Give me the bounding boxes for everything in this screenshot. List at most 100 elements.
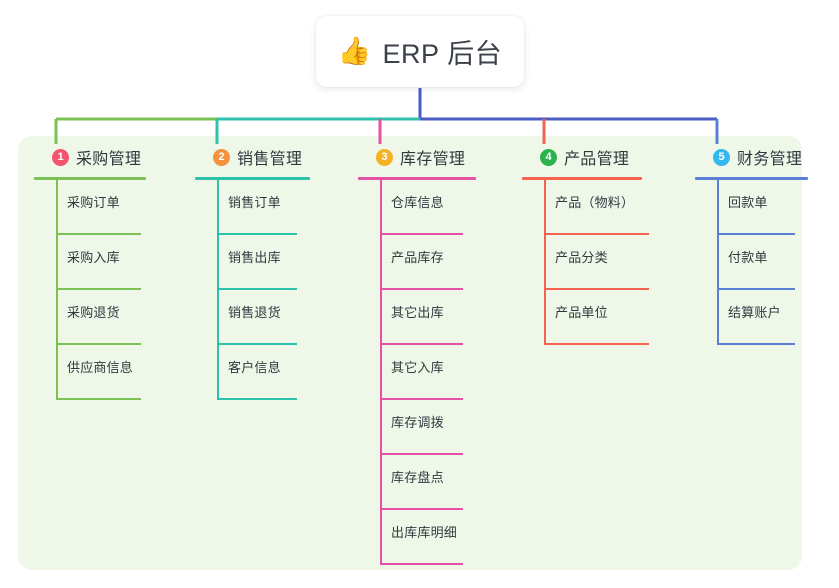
- leaf-list-3: 仓库信息产品库存其它出库其它入库库存调拨库存盘点出库库明细: [358, 180, 476, 565]
- branch-title-5: 财务管理: [737, 151, 803, 168]
- branch-column-4: 4 产品管理产品（物料） 产品分类产品单位: [522, 144, 649, 345]
- branch-underline-2: [195, 177, 310, 180]
- leaf-spine: [56, 180, 58, 235]
- leaf-item[interactable]: 库存调拨: [358, 400, 476, 455]
- leaf-item[interactable]: 付款单: [695, 235, 808, 290]
- leaf-underline: [56, 343, 141, 345]
- leaf-underline: [56, 288, 141, 290]
- branch-title-4: 产品管理: [564, 151, 630, 168]
- leaf-item[interactable]: 销售退货: [195, 290, 310, 345]
- leaf-item[interactable]: 回款单: [695, 180, 808, 235]
- leaf-label: 其它出库: [391, 305, 444, 320]
- branch-badge-3: 3: [376, 148, 393, 166]
- leaf-list-5: 回款单付款单结算账户: [695, 180, 808, 345]
- leaf-underline: [717, 233, 795, 235]
- leaf-underline: [717, 343, 795, 345]
- branch-header-1[interactable]: 1 采购管理: [34, 144, 146, 170]
- leaf-item[interactable]: 其它出库: [358, 290, 476, 345]
- leaf-underline: [217, 343, 297, 345]
- leaf-label: 库存调拨: [391, 415, 444, 430]
- branch-header-3[interactable]: 3 库存管理: [358, 144, 476, 170]
- leaf-item[interactable]: 仓库信息: [358, 180, 476, 235]
- leaf-spine: [380, 180, 382, 235]
- leaf-underline: [380, 288, 463, 290]
- leaf-label: 销售订单: [228, 195, 281, 210]
- leaf-underline: [544, 233, 649, 235]
- leaf-list-2: 销售订单销售出库销售退货客户信息: [195, 180, 310, 400]
- leaf-item[interactable]: 采购订单: [34, 180, 146, 235]
- leaf-item[interactable]: 其它入库: [358, 345, 476, 400]
- leaf-underline: [56, 398, 141, 400]
- leaf-underline: [56, 233, 141, 235]
- leaf-label: 产品分类: [555, 250, 608, 265]
- branches-panel: [18, 136, 802, 570]
- leaf-underline: [380, 398, 463, 400]
- leaf-item[interactable]: 客户信息: [195, 345, 310, 400]
- root-node-erp-backend[interactable]: 👍 ERP 后台: [316, 16, 524, 87]
- leaf-label: 回款单: [728, 195, 768, 210]
- branch-header-5[interactable]: 5 财务管理: [695, 144, 808, 170]
- branch-underline-5: [695, 177, 808, 180]
- leaf-spine: [56, 345, 58, 400]
- leaf-spine: [56, 290, 58, 345]
- leaf-item[interactable]: 销售订单: [195, 180, 310, 235]
- leaf-underline: [217, 233, 297, 235]
- branch-title-1: 采购管理: [76, 151, 142, 168]
- leaf-spine: [217, 180, 219, 235]
- leaf-item[interactable]: 库存盘点: [358, 455, 476, 510]
- leaf-label: 销售退货: [228, 305, 281, 320]
- leaf-spine: [380, 235, 382, 290]
- leaf-label: 产品（物料）: [555, 195, 635, 210]
- branch-badge-2: 2: [213, 148, 230, 166]
- leaf-item[interactable]: 供应商信息: [34, 345, 146, 400]
- leaf-underline: [544, 343, 649, 345]
- branch-title-3: 库存管理: [400, 151, 466, 168]
- leaf-spine: [717, 180, 719, 235]
- leaf-underline: [544, 288, 649, 290]
- leaf-item[interactable]: 产品分类: [522, 235, 649, 290]
- leaf-label: 供应商信息: [67, 360, 134, 375]
- leaf-label: 产品单位: [555, 305, 608, 320]
- leaf-item[interactable]: 出库库明细: [358, 510, 476, 565]
- leaf-spine: [717, 235, 719, 290]
- leaf-label: 付款单: [728, 250, 768, 265]
- leaf-label: 采购订单: [67, 195, 120, 210]
- branch-header-4[interactable]: 4 产品管理: [522, 144, 642, 170]
- branch-column-1: 1 采购管理采购订单采购入库采购退货供应商信息: [34, 144, 146, 400]
- leaf-underline: [717, 288, 795, 290]
- leaf-list-1: 采购订单采购入库采购退货供应商信息: [34, 180, 146, 400]
- leaf-spine: [717, 290, 719, 345]
- branch-column-5: 5 财务管理回款单付款单结算账户: [695, 144, 808, 345]
- leaf-spine: [544, 180, 546, 235]
- leaf-item[interactable]: 采购入库: [34, 235, 146, 290]
- leaf-label: 库存盘点: [391, 470, 444, 485]
- leaf-underline: [380, 233, 463, 235]
- branch-underline-1: [34, 177, 146, 180]
- thumbs-up-icon: 👍: [337, 36, 372, 66]
- leaf-label: 其它入库: [391, 360, 444, 375]
- leaf-spine: [380, 510, 382, 565]
- leaf-underline: [217, 288, 297, 290]
- leaf-label: 仓库信息: [391, 195, 444, 210]
- branch-underline-4: [522, 177, 642, 180]
- branch-badge-5: 5: [713, 148, 730, 166]
- leaf-label: 结算账户: [728, 305, 781, 320]
- leaf-underline: [380, 343, 463, 345]
- leaf-item[interactable]: 采购退货: [34, 290, 146, 345]
- leaf-label: 销售出库: [228, 250, 281, 265]
- root-title: ERP 后台: [382, 39, 503, 69]
- leaf-spine: [380, 455, 382, 510]
- leaf-item[interactable]: 结算账户: [695, 290, 808, 345]
- leaf-spine: [544, 235, 546, 290]
- leaf-underline: [380, 453, 463, 455]
- leaf-spine: [217, 345, 219, 400]
- leaf-item[interactable]: 产品库存: [358, 235, 476, 290]
- leaf-item[interactable]: 产品单位: [522, 290, 649, 345]
- branch-badge-1: 1: [52, 148, 69, 166]
- branch-badge-4: 4: [540, 148, 557, 166]
- leaf-item[interactable]: 产品（物料）: [522, 180, 649, 235]
- leaf-item[interactable]: 销售出库: [195, 235, 310, 290]
